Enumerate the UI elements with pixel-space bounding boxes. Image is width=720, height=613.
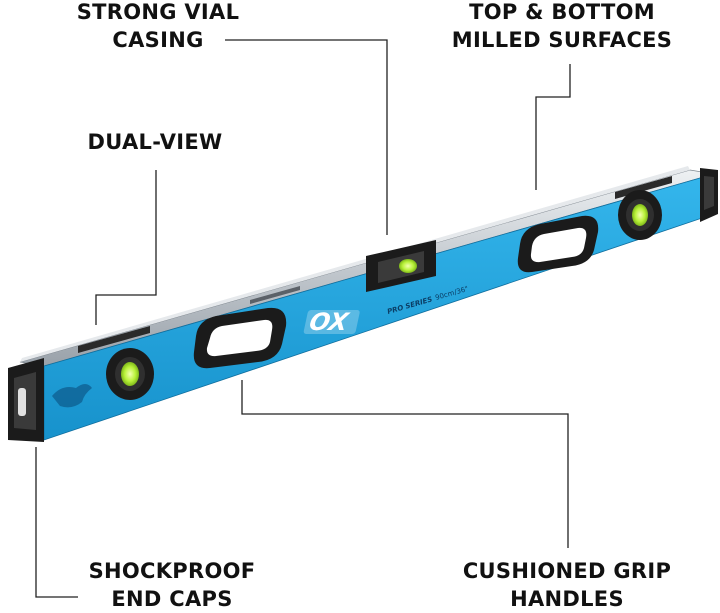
right-end-cap	[700, 168, 718, 222]
right-handle	[517, 215, 599, 273]
callout-line: HANDLES	[510, 587, 624, 611]
leader-lines	[35, 39, 571, 598]
left-vial	[106, 348, 154, 400]
callout-line: DUAL-VIEW	[87, 130, 223, 154]
callout-shockproof-end-caps: SHOCKPROOF END CAPS	[82, 557, 262, 613]
bull-emblem-icon	[52, 384, 92, 408]
dual-view-window-left	[78, 326, 150, 353]
leader-end-caps	[35, 447, 78, 598]
leader-grip	[241, 380, 569, 548]
ox-logo: OX	[303, 307, 360, 336]
left-handle	[193, 307, 287, 369]
top-slot	[250, 286, 300, 304]
callout-strong-vial-casing: STRONG VIAL CASING	[68, 0, 248, 54]
leader-milled-surfaces	[535, 64, 571, 190]
callout-line: CUSHIONED GRIP	[462, 559, 672, 583]
aluminium-top-face	[20, 166, 690, 362]
callout-line: END CAPS	[111, 587, 233, 611]
right-vial	[618, 190, 662, 240]
center-vial-casing	[366, 240, 436, 292]
left-end-cap	[8, 358, 44, 442]
callout-milled-surfaces: TOP & BOTTOM MILLED SURFACES	[447, 0, 677, 54]
level-body	[43, 173, 715, 441]
leader-vial-casing	[225, 39, 388, 235]
brand-logo-text: OX	[307, 307, 352, 336]
callout-line: MILLED SURFACES	[451, 28, 673, 52]
callout-line: TOP & BOTTOM	[469, 0, 655, 24]
callout-line: STRONG VIAL	[76, 0, 240, 24]
leader-dual-view	[95, 170, 157, 325]
callout-cushioned-grip: CUSHIONED GRIP HANDLES	[457, 557, 677, 613]
callout-line: SHOCKPROOF	[88, 559, 256, 583]
callout-dual-view: DUAL-VIEW	[75, 128, 235, 156]
callout-line: CASING	[112, 28, 204, 52]
